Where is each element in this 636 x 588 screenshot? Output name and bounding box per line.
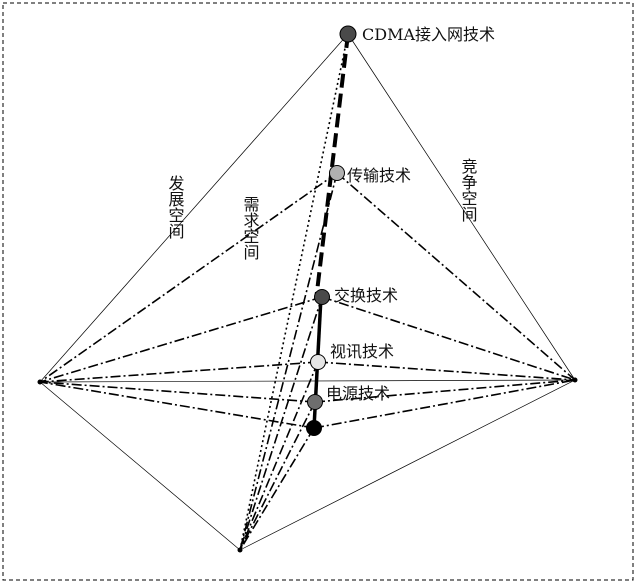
label-competition-space: 竞争空间 <box>459 158 478 223</box>
edge-right-bottom <box>239 379 576 551</box>
edge-apex-bottom <box>239 33 349 551</box>
label-development-space: 发展空间 <box>166 175 185 240</box>
label-video: 视讯技术 <box>330 342 394 361</box>
edge-apex-left <box>39 33 349 383</box>
label-cdma: CDMA接入网技术 <box>362 25 495 44</box>
node-cdma <box>339 25 357 43</box>
pyramid-edges <box>39 33 576 551</box>
node-switching <box>314 289 330 305</box>
node-power <box>307 394 323 410</box>
outer-border <box>2 2 634 581</box>
connection-lines <box>39 172 576 551</box>
base-vertices <box>37 377 578 553</box>
vertex-right <box>572 377 578 383</box>
label-demand-space: 需求空间 <box>241 196 260 261</box>
label-switching: 交换技术 <box>334 286 398 305</box>
label-transmission: 传输技术 <box>347 166 411 185</box>
node-video <box>310 354 326 370</box>
edge-left-bottom <box>39 381 241 551</box>
tech-nodes <box>306 25 357 436</box>
edge-apex-right <box>347 33 576 381</box>
node-base <box>306 420 322 436</box>
edge-left-right <box>39 379 576 383</box>
vertex-bottom <box>237 547 243 553</box>
vertex-left <box>37 379 43 385</box>
node-transmission <box>329 165 345 181</box>
label-power: 电源技术 <box>326 384 390 403</box>
